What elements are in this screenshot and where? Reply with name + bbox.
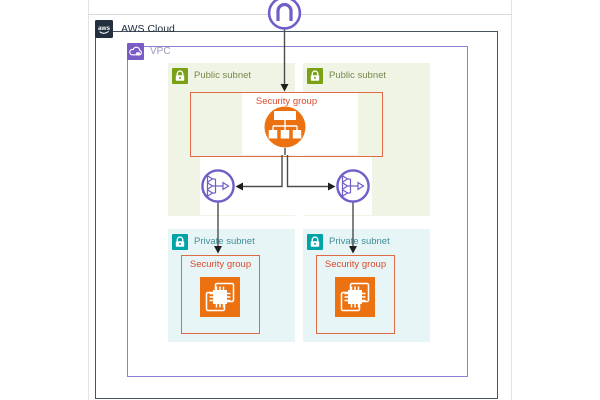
aws-cloud-label: AWS Cloud (121, 23, 175, 35)
nat-gateway-icon (201, 169, 235, 203)
users-icon (267, 0, 302, 30)
private-left-security-group: Security group (181, 255, 260, 334)
lock-icon (307, 68, 323, 84)
lock-icon (172, 68, 188, 84)
subnet-label: Private subnet (329, 236, 390, 247)
aws-logo-text: aws (98, 25, 111, 32)
security-group-label: Security group (189, 259, 252, 270)
lock-icon (307, 234, 323, 250)
subnet-label: Private subnet (194, 236, 255, 247)
private-right-security-group: Security group (316, 255, 395, 334)
subnet-label: Public subnet (194, 70, 252, 81)
aws-cloud-icon: aws (95, 20, 113, 38)
security-group-label: Security group (324, 259, 387, 270)
ec2-instances-icon (334, 277, 375, 317)
load-balancer-security-group: Security group (190, 92, 383, 157)
vpc-label: VPC (150, 46, 171, 57)
elastic-load-balancing-icon (264, 106, 306, 148)
aws-cloud-container (95, 31, 498, 399)
vpc-icon (127, 43, 144, 60)
ec2-instances-icon (199, 277, 240, 317)
security-group-label: Security group (255, 96, 318, 107)
subnet-label: Public subnet (329, 70, 387, 81)
nat-gateway-icon (336, 169, 370, 203)
vpc-container (127, 46, 468, 377)
lock-icon (172, 234, 188, 250)
